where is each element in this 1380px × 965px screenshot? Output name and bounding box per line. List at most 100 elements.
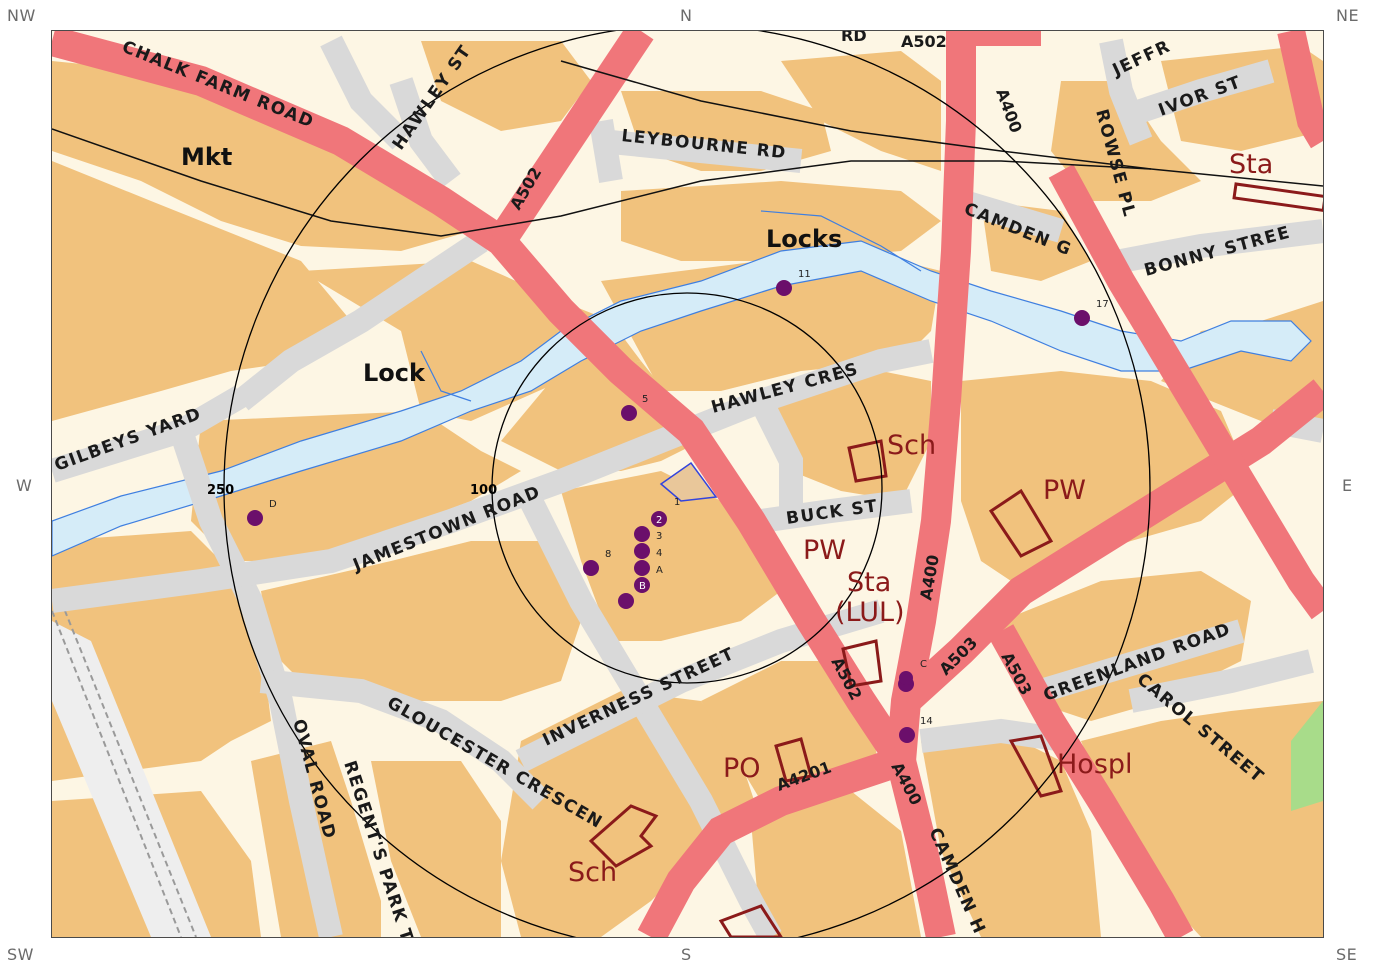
compass-s: S: [681, 945, 692, 964]
marker-label: 11: [798, 269, 811, 280]
road-camden-g: [957, 189, 1065, 243]
marker-dot[interactable]: [618, 593, 634, 609]
marker-label: C: [920, 659, 927, 670]
road-ivor: [1137, 59, 1275, 123]
building-block: [771, 371, 931, 501]
poi-label-school: Sch: [887, 430, 936, 461]
marker[interactable]: 17: [1074, 299, 1109, 326]
ring-label-inner: 100: [470, 483, 497, 498]
marker-dot[interactable]: [621, 405, 637, 421]
compass-e: E: [1342, 476, 1353, 495]
marker[interactable]: 14: [899, 716, 933, 743]
marker[interactable]: 2: [651, 511, 667, 527]
marker-dot[interactable]: [634, 577, 650, 593]
road-bonny: [1118, 219, 1323, 273]
building-block: [561, 471, 781, 641]
hospital-outline: [1008, 734, 1063, 798]
school-s-outline: [588, 804, 659, 868]
road-carol: [1128, 649, 1314, 713]
compass-nw: NW: [7, 6, 36, 25]
building-block: [751, 791, 921, 937]
rail-lines: [52, 60, 1323, 237]
building-block: [961, 371, 1251, 581]
marker[interactable]: C: [898, 659, 927, 692]
compass-n: N: [680, 6, 693, 25]
station-lul-outline: [841, 639, 883, 688]
compass-se: SE: [1336, 945, 1358, 964]
compass-sw: SW: [7, 945, 34, 964]
road-greenland: [1037, 619, 1245, 703]
major-roads: [52, 31, 1323, 937]
place-label-locks: Locks: [766, 225, 842, 253]
marker-dot[interactable]: [1074, 310, 1090, 326]
ring-label-outer: 250: [207, 483, 234, 498]
building-block: [501, 691, 761, 937]
marker-dot[interactable]: [583, 560, 599, 576]
school-outline: [847, 439, 888, 483]
buffer-ring-inner: [491, 292, 883, 684]
poi-outlines: [588, 439, 1063, 937]
marker-dot[interactable]: [776, 280, 792, 296]
building-block: [1081, 701, 1323, 937]
marker[interactable]: 11: [776, 269, 811, 296]
building-block: [52, 61, 471, 251]
road-leybourne-b: [589, 119, 623, 183]
building-outline: [718, 904, 783, 937]
marker-label: 4: [656, 548, 662, 559]
marker-dot[interactable]: [899, 671, 913, 685]
marker-label: 3: [656, 531, 662, 542]
marker-label: A: [656, 565, 663, 576]
road-a503-east: [895, 379, 1323, 713]
building-block: [261, 541, 581, 701]
road-gloucester: [259, 669, 550, 810]
marker[interactable]: 3: [634, 526, 662, 542]
station-outline: [1232, 182, 1323, 213]
marker[interactable]: B: [634, 577, 650, 593]
road-a502-north: [488, 31, 654, 250]
marker[interactable]: 8: [583, 549, 611, 576]
marker[interactable]: A: [634, 560, 663, 576]
regents-canal: [52, 210, 1312, 557]
marker-dot[interactable]: [247, 510, 263, 526]
road-buck-link: [750, 395, 803, 521]
marker[interactable]: 4: [634, 543, 662, 559]
map-frame[interactable]: CHALK FARM ROAD HAWLEY ST A502 RD A502 L…: [51, 30, 1324, 938]
marker[interactable]: D: [247, 499, 277, 526]
marker-dot[interactable]: [899, 727, 915, 743]
road-jamestown-hawley: [52, 339, 934, 613]
poi-label-post-office: PO: [723, 753, 761, 784]
building-block: [421, 41, 591, 131]
poi-label-hospital: Hospl: [1057, 749, 1133, 780]
canal-lock: [420, 350, 472, 402]
site-boundary[interactable]: [659, 461, 718, 502]
marker-label: 5: [642, 394, 648, 405]
marker-dot[interactable]: [634, 526, 650, 542]
marker-dot[interactable]: [634, 560, 650, 576]
building-block: [701, 661, 881, 801]
marker[interactable]: 5: [621, 394, 648, 421]
marker-dot[interactable]: [651, 511, 667, 527]
compass-w: W: [16, 476, 33, 495]
marker-label: 2: [656, 515, 662, 526]
compass-ne: NE: [1336, 6, 1360, 25]
railway-lines: [52, 600, 211, 937]
road-number-label: RD: [841, 31, 867, 45]
road-hawley-st: [389, 77, 461, 189]
poi-label-station-lul-sub: (LUL): [835, 597, 905, 628]
road-oval: [169, 427, 343, 937]
buffer-ring-outer: [223, 31, 1151, 937]
canal-water: [52, 240, 1312, 557]
poi-label-place-of-worship: PW: [1043, 475, 1086, 506]
building-block: [921, 731, 1101, 937]
rail-line: [560, 60, 1152, 170]
poi-label-station-lul: Sta: [847, 567, 891, 598]
road-west-link: [233, 231, 488, 411]
road-east-diagonal: [1048, 164, 1323, 620]
poi-label-school: Sch: [568, 857, 617, 888]
marker-label: D: [269, 499, 277, 510]
marker-dot[interactable]: [634, 543, 650, 559]
marker-label: 8: [605, 549, 611, 560]
rail-track: [52, 610, 182, 937]
map-canvas[interactable]: CHALK FARM ROAD HAWLEY ST A502 RD A502 L…: [52, 31, 1323, 937]
building-block: [52, 161, 351, 421]
